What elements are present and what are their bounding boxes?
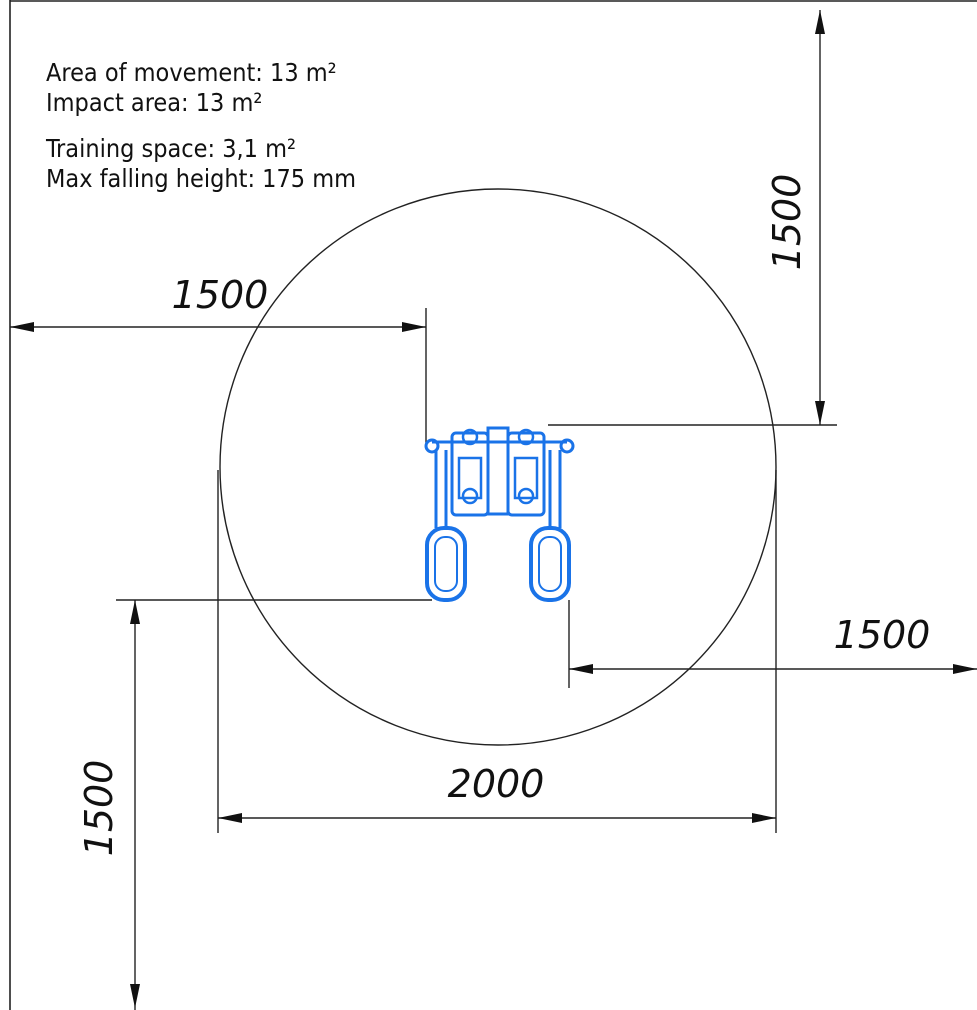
dimension-bottom-left-vertical: 1500 bbox=[77, 600, 140, 1010]
impact-area-text: Impact area: 13 m² bbox=[46, 88, 262, 117]
info-block: Area of movement: 13 m² Impact area: 13 … bbox=[45, 58, 356, 193]
training-space-text: Training space: 3,1 m² bbox=[45, 134, 296, 163]
dimension-label-top-right: 1500 bbox=[765, 174, 809, 271]
dimension-label-bottom-left: 1500 bbox=[77, 760, 121, 857]
dimension-right-horizontal: 1500 bbox=[569, 613, 977, 674]
drawing-frame bbox=[9, 0, 977, 1010]
dimension-label-diameter: 2000 bbox=[448, 762, 545, 806]
dimension-label-right: 1500 bbox=[834, 613, 931, 657]
dimension-label-left: 1500 bbox=[172, 273, 269, 317]
safety-zone-circle bbox=[219, 188, 777, 746]
dimension-top-right-vertical: 1500 bbox=[765, 10, 825, 425]
dimension-diameter: 2000 bbox=[218, 762, 776, 823]
dimension-left-horizontal: 1500 bbox=[10, 273, 426, 332]
max-falling-height-text: Max falling height: 175 mm bbox=[46, 164, 356, 193]
extension-lines bbox=[116, 308, 837, 833]
leg-press-machine-icon bbox=[424, 426, 575, 602]
area-of-movement-text: Area of movement: 13 m² bbox=[46, 58, 337, 87]
